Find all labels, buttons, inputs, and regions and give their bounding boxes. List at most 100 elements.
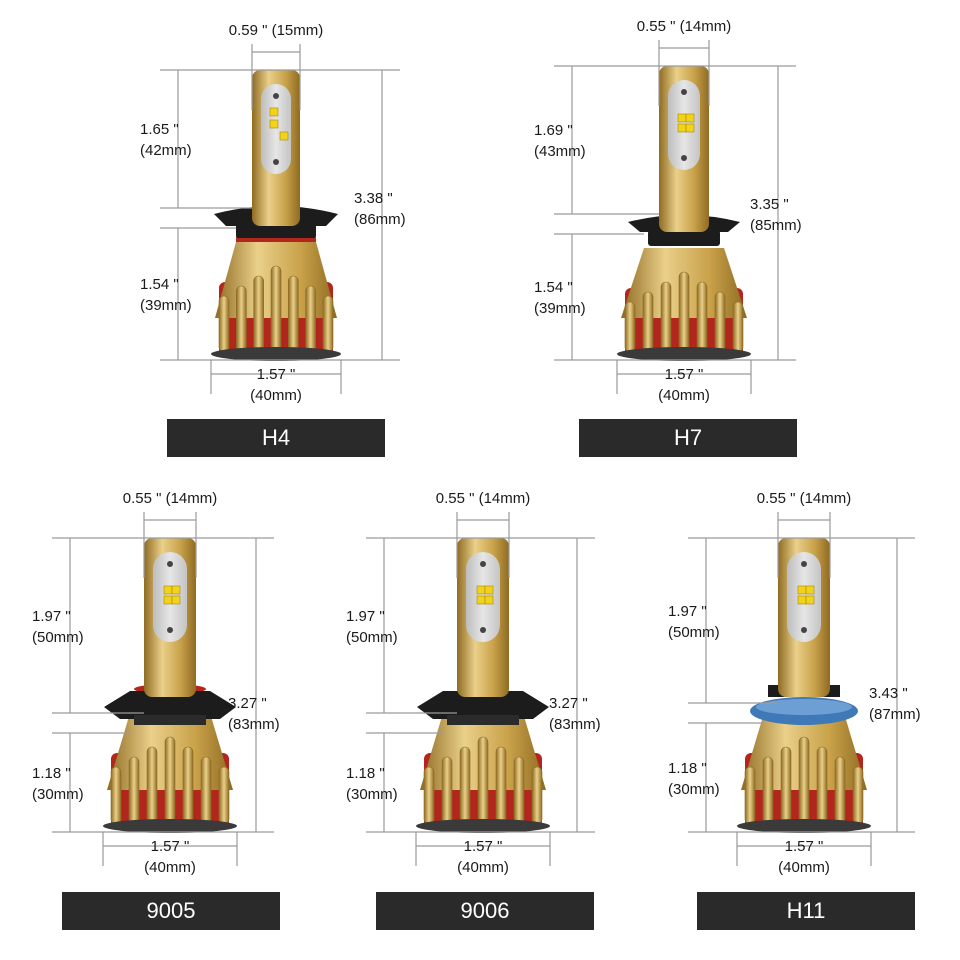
total-height-label: 3.38 "(86mm) bbox=[354, 188, 406, 230]
total-height-label-line: 3.35 " bbox=[750, 196, 789, 213]
bottom-width-label-line: 1.57 " bbox=[664, 366, 704, 383]
bottom-width-label-line: (40mm) bbox=[658, 387, 710, 404]
screw-bottom bbox=[167, 627, 173, 633]
heat-fin bbox=[495, 746, 507, 825]
heat-fin bbox=[236, 285, 247, 353]
total-height-label-line: (87mm) bbox=[869, 706, 921, 723]
heat-fin bbox=[253, 275, 264, 353]
total-height-label-line: 3.27 " bbox=[549, 695, 588, 712]
top-width-inch: 0.55 " bbox=[435, 490, 475, 507]
led-tube bbox=[144, 538, 196, 697]
led-chip bbox=[805, 585, 815, 595]
model-plate-9005: 9005 bbox=[62, 892, 280, 930]
led-panel bbox=[261, 84, 291, 174]
top-width-label: 0.55 " (14mm) bbox=[70, 488, 270, 509]
top-width-label: 0.55 " (14mm) bbox=[383, 488, 583, 509]
lower-height-label-line: (39mm) bbox=[534, 300, 586, 317]
screw-bottom bbox=[273, 159, 279, 165]
heat-sink bbox=[211, 242, 341, 361]
total-height-label-line: (86mm) bbox=[354, 211, 406, 228]
screw-bottom bbox=[480, 627, 486, 633]
heat-sink bbox=[416, 713, 550, 833]
led-chip bbox=[269, 119, 279, 129]
led-tube bbox=[457, 538, 509, 697]
upper-height-label-line: 1.65 " bbox=[140, 121, 179, 138]
upper-height-label-line: 1.97 " bbox=[346, 607, 385, 625]
bottom-width-label-line: 1.57 " bbox=[463, 838, 503, 855]
led-chip bbox=[677, 113, 687, 123]
collar-body bbox=[648, 230, 720, 246]
heat-fin bbox=[762, 756, 774, 825]
lower-height-label: 1.18 "(30mm) bbox=[32, 763, 84, 805]
heat-fin bbox=[513, 756, 525, 825]
upper-height-label: 1.97 "(50mm) bbox=[346, 606, 398, 648]
base-plate bbox=[416, 819, 550, 833]
upper-height-label-line: 1.97 " bbox=[32, 607, 71, 625]
led-chip bbox=[805, 595, 815, 605]
top-width-inch: 0.55 " bbox=[636, 18, 676, 35]
heat-fin bbox=[182, 746, 194, 825]
heat-fin bbox=[288, 275, 299, 353]
upper-height-label-line: 1.97 " bbox=[668, 602, 707, 620]
flange bbox=[417, 691, 549, 719]
total-height-label-line: (83mm) bbox=[549, 716, 601, 733]
bulb-h7 bbox=[554, 40, 796, 394]
model-plate-h11: H11 bbox=[697, 892, 915, 930]
heat-fin bbox=[834, 756, 846, 825]
heat-fin bbox=[531, 766, 543, 825]
top-width-mm: (14mm) bbox=[165, 490, 218, 507]
heat-fin bbox=[798, 736, 810, 825]
upper-height-label: 1.69 "(43mm) bbox=[534, 120, 586, 162]
lower-height-label-line: 1.18 " bbox=[346, 764, 385, 782]
top-width-label: 0.55 " (14mm) bbox=[584, 16, 784, 37]
heat-fin bbox=[744, 766, 756, 825]
led-chip bbox=[163, 595, 173, 605]
heat-fin bbox=[270, 265, 282, 353]
heat-fin bbox=[816, 746, 828, 825]
upper-height-label-line: 1.69 " bbox=[534, 122, 573, 139]
lower-height-label-line: 1.54 " bbox=[534, 279, 573, 296]
heat-fin bbox=[696, 281, 708, 353]
total-height-label: 3.27 "(83mm) bbox=[228, 693, 280, 735]
top-width-mm: (14mm) bbox=[799, 490, 852, 507]
heat-sink bbox=[737, 713, 871, 833]
lower-height-label-line: 1.18 " bbox=[668, 759, 707, 777]
base-plate bbox=[737, 819, 871, 833]
screw-top bbox=[167, 561, 173, 567]
led-tube bbox=[659, 66, 709, 232]
upper-height-label-line: (50mm) bbox=[32, 628, 84, 646]
heat-fin bbox=[714, 291, 726, 353]
led-chip bbox=[797, 585, 807, 595]
led-chip bbox=[797, 595, 807, 605]
bulb-9005 bbox=[52, 512, 274, 866]
base-plate bbox=[617, 347, 751, 361]
base-plate bbox=[211, 347, 341, 361]
lower-height-label: 1.18 "(30mm) bbox=[346, 763, 398, 805]
bottom-width-label-line: 1.57 " bbox=[150, 838, 190, 855]
heat-fin bbox=[423, 766, 435, 825]
led-chip bbox=[476, 585, 486, 595]
heat-fin bbox=[218, 295, 230, 353]
led-chip bbox=[279, 131, 289, 141]
screw-top bbox=[681, 89, 687, 95]
bottom-width-label-line: 1.57 " bbox=[256, 366, 296, 383]
model-plate-h4: H4 bbox=[167, 419, 385, 457]
screw-bottom bbox=[681, 155, 687, 161]
led-chip bbox=[484, 585, 494, 595]
top-width-inch: 0.55 " bbox=[756, 490, 796, 507]
led-chip bbox=[476, 595, 486, 605]
led-chip bbox=[171, 595, 181, 605]
collar bbox=[417, 691, 549, 725]
top-width-mm: (14mm) bbox=[679, 18, 732, 35]
lower-height-label-line: (30mm) bbox=[668, 780, 720, 798]
top-width-label: 0.59 " (15mm) bbox=[176, 20, 376, 41]
upper-height-label: 1.97 " (50mm) bbox=[32, 606, 84, 648]
heat-fin bbox=[624, 301, 636, 353]
top-width-inch: 0.55 " bbox=[122, 490, 162, 507]
lower-height-label-line: (30mm) bbox=[32, 785, 84, 803]
heat-fin bbox=[678, 271, 690, 353]
bottom-width-label-line: (40mm) bbox=[250, 387, 302, 404]
red-seal bbox=[236, 238, 316, 242]
heat-fin bbox=[164, 736, 176, 825]
model-plate-h7: H7 bbox=[579, 419, 797, 457]
